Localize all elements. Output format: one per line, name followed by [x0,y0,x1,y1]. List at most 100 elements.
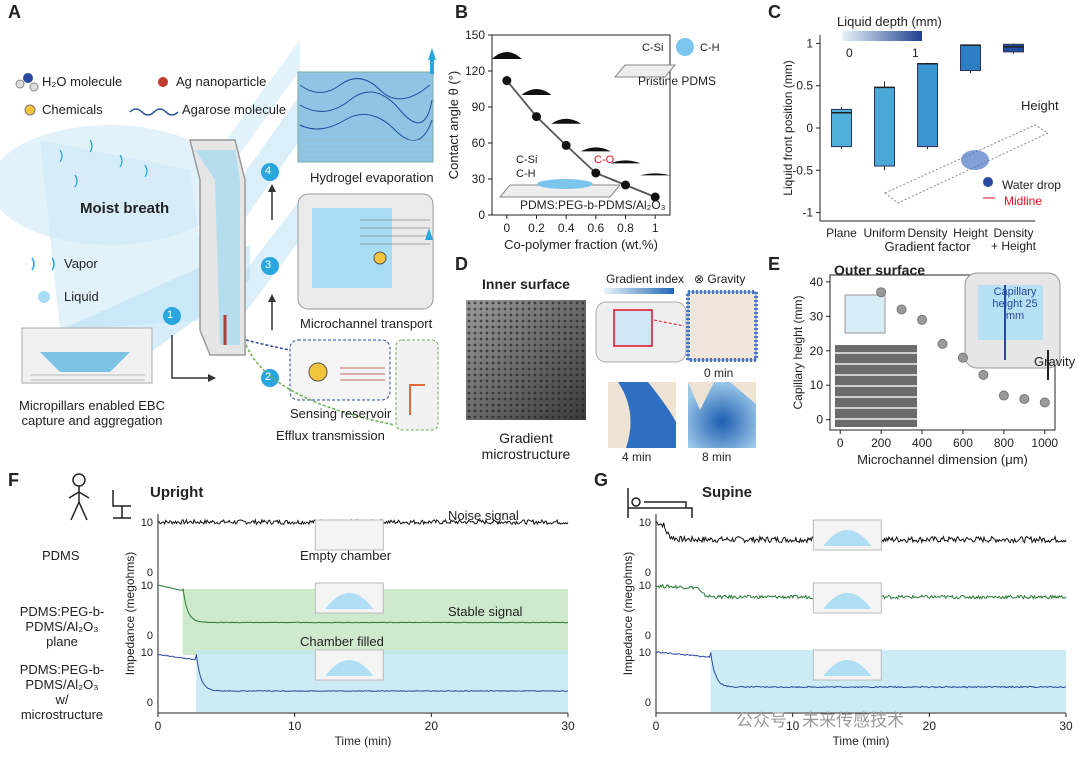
g-row-tick-10: 10 [639,647,651,659]
c-xtick-label: Plane [826,226,857,240]
b-point [502,76,512,86]
f-row-tick-0: 0 [147,630,153,642]
gradient-micro-label: Gradient microstructure [481,430,571,462]
capillary-note: Capillary height 25 mm [992,286,1038,322]
gradient-index-label: Gradient index [606,272,685,286]
e-ytick-label: 40 [810,275,824,289]
caption-micropillars: Micropillars enabled EBC capture and agg… [19,398,165,428]
g-trace [655,651,1067,689]
c-legend-drop [983,177,993,187]
caption-microchannel: Microchannel transport [300,316,433,331]
d-4min-image [608,382,676,448]
moist-breath-label: Moist breath [80,200,170,217]
f-chamber-liquid [325,593,374,609]
g-chamber-liquid [823,660,872,676]
step-3: 3 [265,259,272,271]
bond-co-bottom: C-O [594,154,615,166]
b-point [621,180,630,190]
b-ytick-label: 90 [472,100,486,114]
f-row-0: PDMS [42,548,80,563]
c-box [874,86,895,167]
c-ytick-label: -1 [802,206,813,220]
c-ylabel: Liquid front position (mm) [781,60,795,195]
c-colorbar [842,31,922,41]
d-time-0: 0 min [704,366,734,380]
colorbar-tick-1: 1 [912,46,919,60]
f-row-2: PDMS:PEG-b-PDMS/Al₂O₃ w/ microstructure [19,662,105,722]
f-ylabel: Impedance (megohms) [123,552,137,675]
inset-c-height: Height [1021,98,1059,113]
c-inset-array [884,124,1050,204]
panel-a-illustration [0,40,439,431]
c-xtick-label: Uniform [863,226,905,240]
c-xtick-label: Density [993,226,1033,240]
b-series-line [506,80,656,198]
b-xtick-label: 0.6 [587,221,604,235]
inset-c-waterdrop: Water drop [1002,178,1061,192]
b-inset-top-substrate [613,64,677,78]
c-xlabel: Gradient factor [885,239,972,254]
e-ytick-label: 20 [810,344,824,358]
f-row-tick-0: 0 [147,567,153,579]
c-ytick-label: 0 [806,121,813,135]
e-xtick-label: 400 [912,436,932,450]
c-box [831,108,852,148]
bond-ch-top: C-H [700,42,720,54]
g-xtick-label: 30 [1059,719,1073,733]
inset-b-bottom-label: PDMS:PEG-b-PDMS/Al₂O₃ [520,198,666,212]
c-xtick-label: + Height [991,239,1037,253]
e-point [998,390,1009,401]
b-droplet-icon [521,89,552,95]
b-droplet-icon [491,52,522,59]
e-xtick-label: 600 [953,436,973,450]
legend-vapor: Vapor [64,256,98,271]
g-row-tick-0: 0 [645,630,651,642]
caption-hydrogel: Hydrogel evaporation [310,170,434,185]
g-row-tick-0: 0 [645,697,651,709]
e-ytick-label: 30 [810,309,824,323]
colorbar-title: Liquid depth (mm) [837,14,942,29]
f-title: Upright [150,484,204,501]
g-xlabel: Time (min) [833,734,890,748]
watermark: 公众号 · 未来传感技术 [736,711,905,730]
b-xtick-label: 0 [503,221,510,235]
e-point [876,287,887,298]
inner-surface-label: Inner surface [482,276,570,292]
f-trace [158,584,569,624]
bond-ch-bottom: C-H [516,168,536,180]
e-xtick-label: 1000 [1031,436,1058,450]
legend-agarose: Agarose molecule [182,102,287,117]
b-ytick-label: 120 [465,64,485,78]
e-xtick-label: 200 [871,436,891,450]
f-row-tick-10: 10 [141,517,153,529]
b-ytick-label: 60 [472,136,486,150]
step-4: 4 [265,165,272,177]
g-xtick-label: 0 [653,719,660,733]
gravity-e: Gravity [1034,354,1076,369]
g-ylabel: Impedance (megohms) [621,552,635,675]
f-stable: Stable signal [448,604,523,619]
f-xtick-label: 20 [425,719,439,733]
b-xlabel: Co-polymer fraction (wt.%) [504,237,658,252]
d-time-4: 4 min [622,450,652,464]
g-row-tick-10: 10 [639,517,651,529]
gravity-d: ⊗ Gravity [694,272,746,286]
e-ylabel: Capillary height (mm) [791,295,805,409]
d-time-8: 8 min [702,450,732,464]
panel-label-b: B [455,2,468,22]
b-ytick-label: 30 [472,172,486,186]
bond-csi-top: C-Si [642,42,664,54]
c-ytick-label: 0.5 [796,79,813,93]
b-point [591,168,601,178]
f-trace [157,654,569,692]
b-point [532,112,541,122]
c-box [917,63,938,148]
e-point [917,314,928,325]
b-droplet-icon [551,118,582,124]
bed-icon [627,488,693,518]
b-inset-top-drop [676,38,694,56]
